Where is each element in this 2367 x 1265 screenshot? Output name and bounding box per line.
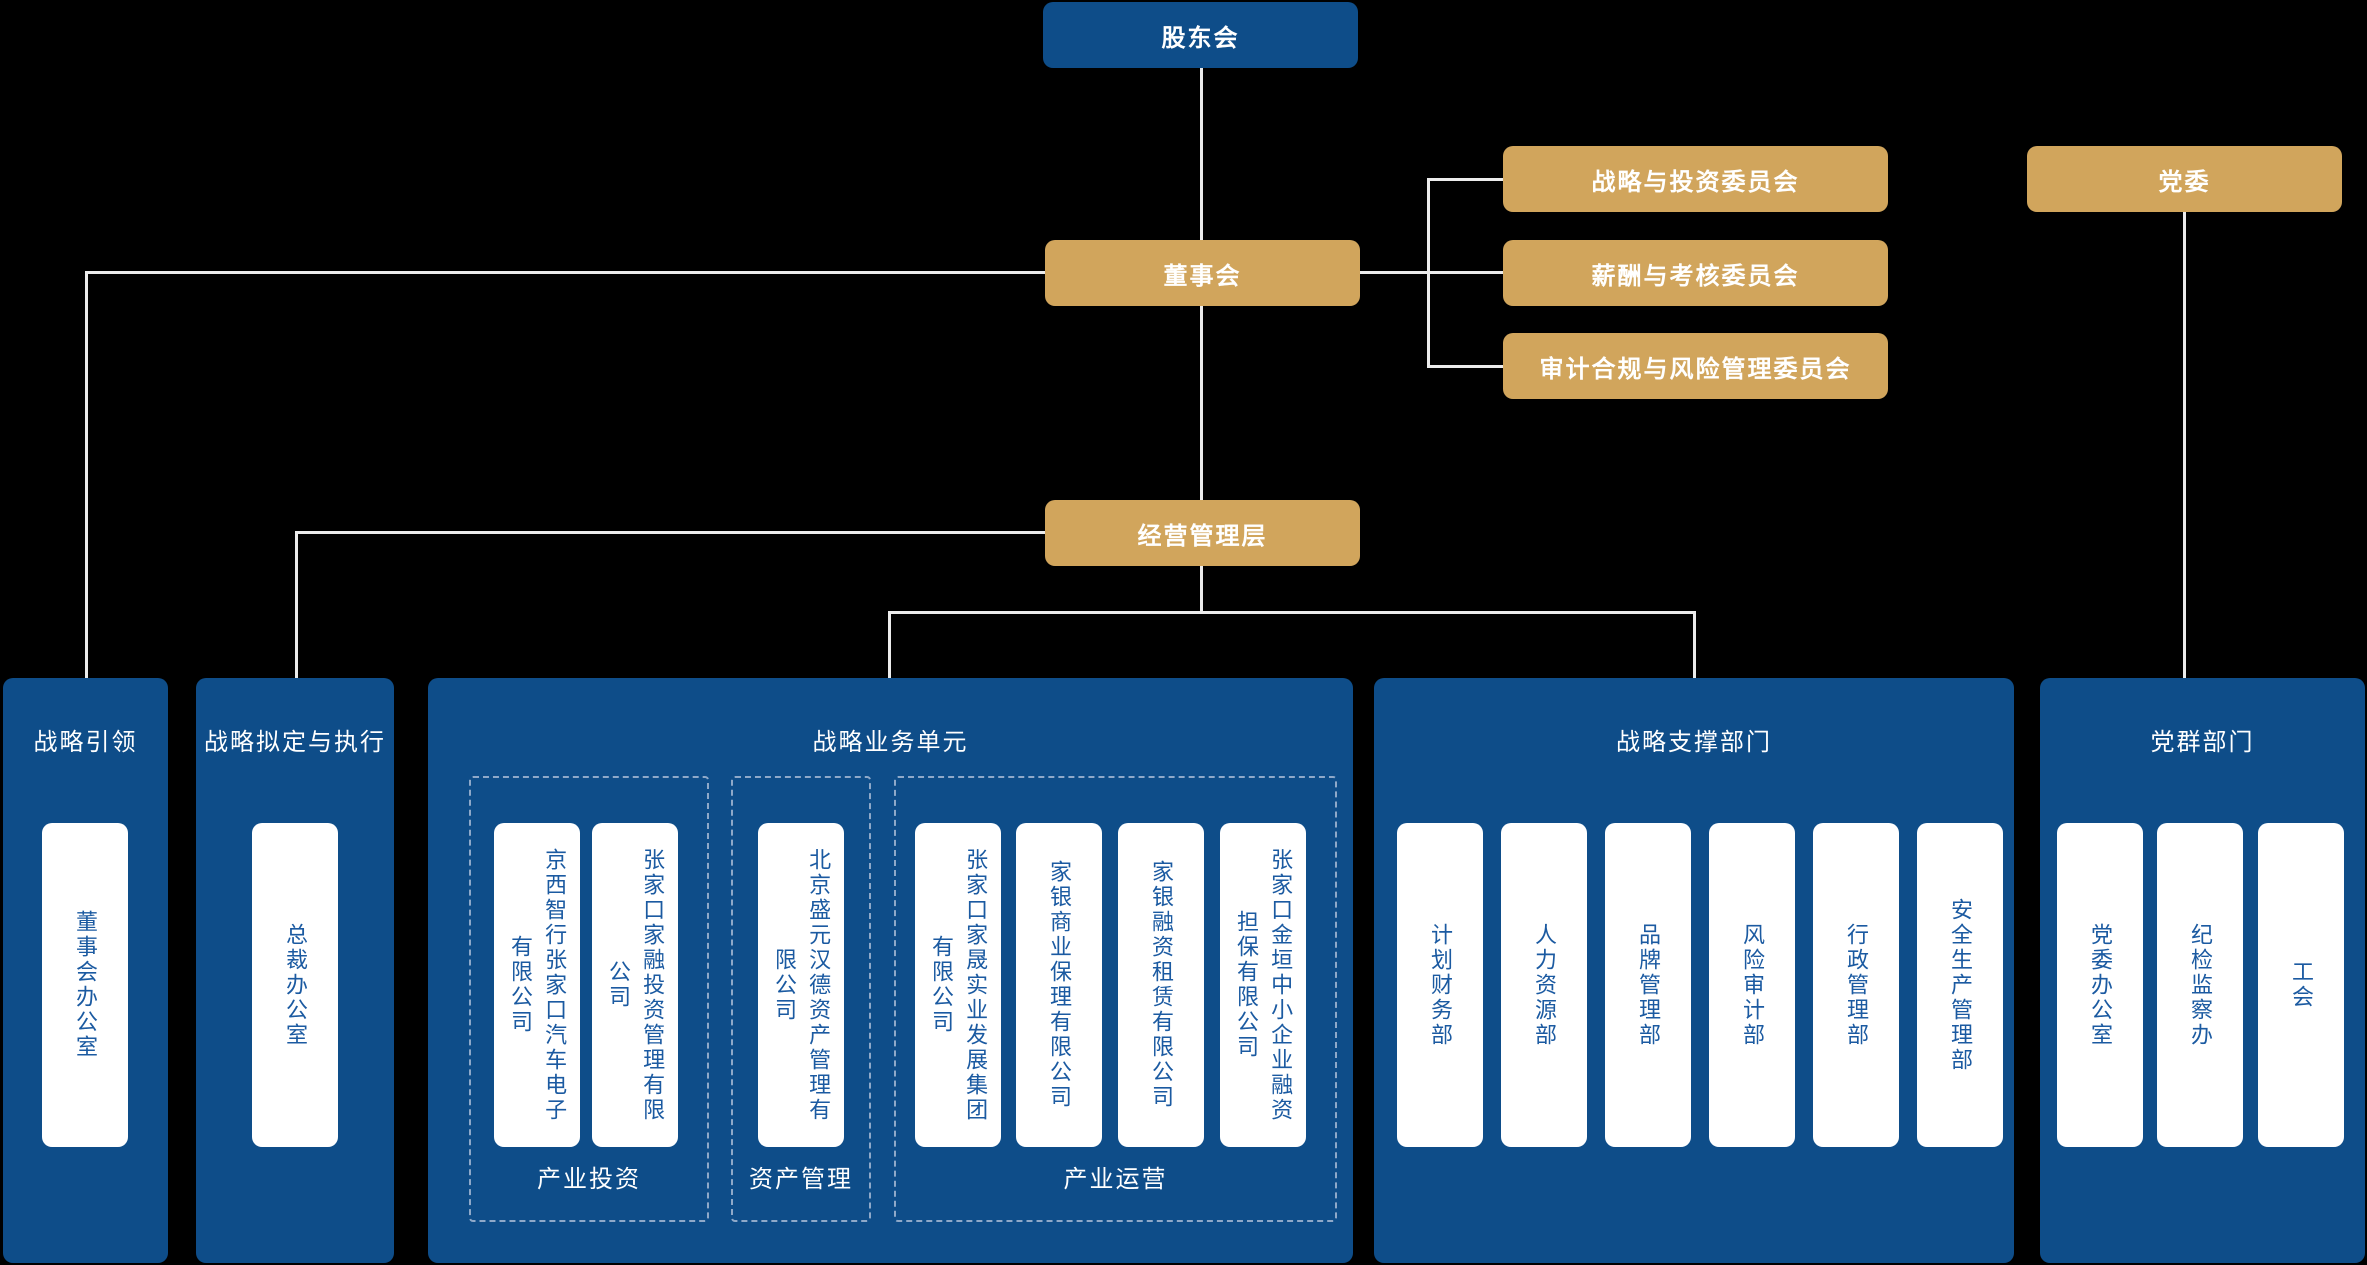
panel-strategic-business-units: 战略业务单元 京西智行张家口汽车电子有限公司 张家口家融投资管理有限公司 产业投… <box>428 678 1353 1263</box>
connector-board-management <box>1200 306 1203 500</box>
org-card: 风险审计部 <box>1709 823 1795 1147</box>
connector-board-committees <box>1360 271 1503 274</box>
org-card-label: 安全生产管理部 <box>1948 897 1974 1073</box>
group-label: 产业运营 <box>1063 1166 1168 1193</box>
org-card-label: 董事会办公室 <box>73 910 99 1060</box>
node-board-label: 董事会 <box>1163 262 1242 290</box>
org-card-label: 北京盛元汉德资产管理有限公司 <box>772 847 832 1123</box>
connector-board-to-panel1 <box>85 271 88 678</box>
connector-committee-1 <box>1427 178 1503 181</box>
org-card: 安全生产管理部 <box>1917 823 2003 1147</box>
org-card: 家银商业保理有限公司 <box>1016 823 1102 1147</box>
org-card: 京西智行张家口汽车电子有限公司 <box>494 823 580 1147</box>
group-industrial-operations: 张家口家晟实业发展集团有限公司 家银商业保理有限公司 家银融资租赁有限公司 张家… <box>894 776 1337 1222</box>
connector-bottom-bus <box>888 611 1696 614</box>
org-card: 行政管理部 <box>1813 823 1899 1147</box>
committee-strategy-investment: 战略与投资委员会 <box>1503 146 1888 212</box>
org-card: 张家口家融投资管理有限公司 <box>592 823 678 1147</box>
node-board: 董事会 <box>1045 240 1360 306</box>
panel-strategy-execution: 战略拟定与执行 总裁办公室 <box>196 678 394 1263</box>
node-management-label: 经营管理层 <box>1137 522 1268 550</box>
panel-strategic-leadership: 战略引领 董事会办公室 <box>3 678 168 1263</box>
panel-party-mass-departments: 党群部门 党委办公室 纪检监察办 工会 <box>2040 678 2365 1263</box>
committee-label: 战略与投资委员会 <box>1591 168 1800 196</box>
org-card: 张家口家晟实业发展集团有限公司 <box>915 823 1001 1147</box>
org-card-label: 总裁办公室 <box>283 922 309 1048</box>
connector-management-to-panel2 <box>295 531 298 678</box>
org-card: 工会 <box>2258 823 2344 1147</box>
node-shareholders: 股东会 <box>1043 2 1358 68</box>
org-card: 党委办公室 <box>2057 823 2143 1147</box>
org-card-label: 风险审计部 <box>1740 922 1766 1048</box>
org-card-label: 家银商业保理有限公司 <box>1047 860 1073 1110</box>
connector-party-to-panel5 <box>2183 212 2186 678</box>
org-card-label: 人力资源部 <box>1532 922 1558 1048</box>
panel-title: 战略支撑部门 <box>1616 729 1772 756</box>
group-label: 资产管理 <box>749 1166 853 1193</box>
connector-board-left <box>85 271 1045 274</box>
org-card-label: 工会 <box>2289 960 2315 1010</box>
org-card-label: 张家口家晟实业发展集团有限公司 <box>929 847 989 1123</box>
connector-management-left <box>295 531 1045 534</box>
org-card-label: 张家口家融投资管理有限公司 <box>606 847 666 1123</box>
node-management: 经营管理层 <box>1045 500 1360 566</box>
node-party-committee: 党委 <box>2027 146 2342 212</box>
connector-committee-3 <box>1427 365 1503 368</box>
org-card: 品牌管理部 <box>1605 823 1691 1147</box>
org-card: 北京盛元汉德资产管理有限公司 <box>758 823 844 1147</box>
connector-committee-trunk <box>1427 178 1430 368</box>
panel-title: 战略业务单元 <box>812 729 969 756</box>
org-card-label: 京西智行张家口汽车电子有限公司 <box>508 847 568 1123</box>
panel-title: 战略引领 <box>33 729 138 756</box>
committee-compensation-assessment: 薪酬与考核委员会 <box>1503 240 1888 306</box>
connector-shareholders-board <box>1200 68 1203 240</box>
panel-title: 战略拟定与执行 <box>204 729 386 756</box>
connector-management-down <box>1200 566 1203 614</box>
org-card-label: 张家口金垣中小企业融资担保有限公司 <box>1234 847 1294 1123</box>
group-label: 产业投资 <box>537 1166 641 1193</box>
org-card-label: 品牌管理部 <box>1636 922 1662 1048</box>
org-card-label: 党委办公室 <box>2088 922 2114 1048</box>
org-card-label: 纪检监察办 <box>2188 922 2214 1048</box>
connector-bus-to-panel4 <box>1693 611 1696 678</box>
committee-label: 薪酬与考核委员会 <box>1591 262 1800 290</box>
committee-label: 审计合规与风险管理委员会 <box>1539 355 1852 383</box>
org-card: 张家口金垣中小企业融资担保有限公司 <box>1220 823 1306 1147</box>
org-card: 家银融资租赁有限公司 <box>1118 823 1204 1147</box>
org-card: 人力资源部 <box>1501 823 1587 1147</box>
panel-title: 党群部门 <box>2150 729 2255 756</box>
org-card: 计划财务部 <box>1397 823 1483 1147</box>
group-asset-management: 北京盛元汉德资产管理有限公司 资产管理 <box>731 776 871 1222</box>
org-card-president-office: 总裁办公室 <box>252 823 338 1147</box>
connector-bus-to-panel3 <box>888 611 891 678</box>
org-card: 纪检监察办 <box>2157 823 2243 1147</box>
org-card-label: 家银融资租赁有限公司 <box>1149 860 1175 1110</box>
panel-support-departments: 战略支撑部门 计划财务部 人力资源部 品牌管理部 风险审计部 行政管理部 安全生… <box>1374 678 2014 1263</box>
committee-audit-risk: 审计合规与风险管理委员会 <box>1503 333 1888 399</box>
org-card-label: 行政管理部 <box>1844 922 1870 1048</box>
org-card-label: 计划财务部 <box>1428 922 1454 1048</box>
node-party-committee-label: 党委 <box>2158 168 2211 196</box>
group-industrial-investment: 京西智行张家口汽车电子有限公司 张家口家融投资管理有限公司 产业投资 <box>469 776 709 1222</box>
node-shareholders-label: 股东会 <box>1161 24 1240 52</box>
org-card-board-office: 董事会办公室 <box>42 823 128 1147</box>
